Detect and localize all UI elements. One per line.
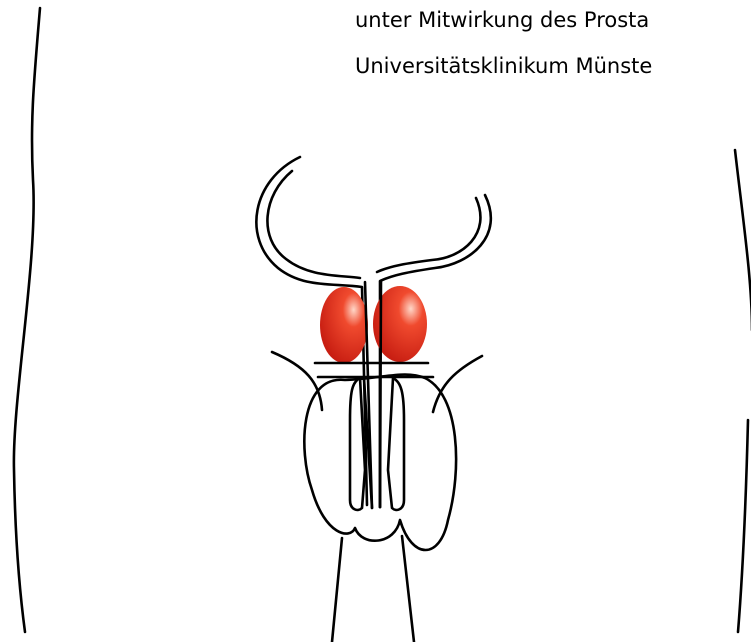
bladder-inner-contour [267,171,360,278]
left-leg-line [332,538,342,642]
prostate-left-lobe [320,287,368,363]
right-leg-line [402,536,414,642]
left-body-contour [14,8,40,632]
right-body-contour [735,150,751,632]
bladder-right-inner [377,198,480,272]
